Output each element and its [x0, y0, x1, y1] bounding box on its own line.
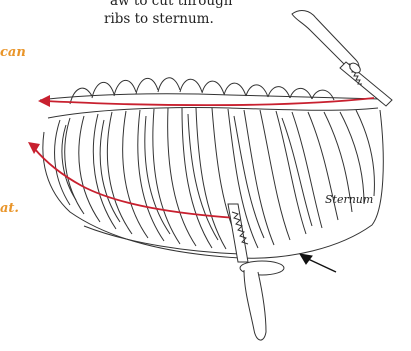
saw-lower-icon [228, 204, 284, 340]
instruction-caption: aw to cut through ribs to sternum. [104, 0, 254, 28]
caption-line-1: aw to cut through [104, 0, 254, 10]
arrowhead-top-icon [38, 95, 50, 107]
note-fragment-top: can [0, 45, 26, 60]
cut-line-lower [34, 148, 236, 218]
caption-line-2: ribs to sternum. [104, 10, 254, 28]
sternum-label: Sternum [325, 193, 373, 206]
note-fragment-bottom: at. [0, 201, 19, 216]
cut-lines [34, 98, 374, 218]
cut-line-top [46, 98, 374, 105]
pointer-arrow-icon [300, 254, 336, 272]
